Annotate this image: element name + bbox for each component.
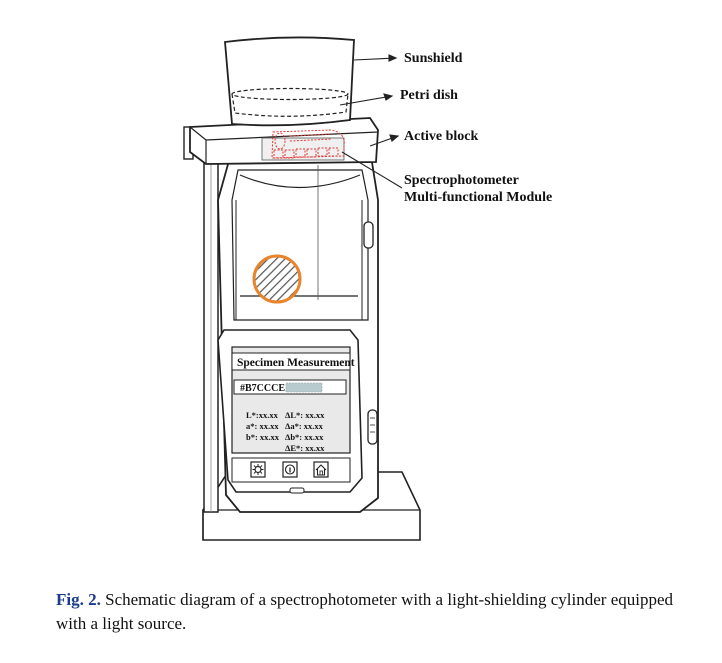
stand-rod bbox=[183, 126, 219, 513]
sunshield-cylinder bbox=[224, 36, 355, 127]
figure-caption: Fig. 2. Schematic diagram of a spectroph… bbox=[56, 588, 696, 636]
home-icon[interactable] bbox=[313, 461, 329, 478]
value-delta-b: Δb*: xx.xx bbox=[285, 432, 324, 442]
screen-title: Specimen Measurement bbox=[237, 357, 355, 369]
leader-lines bbox=[339, 54, 403, 189]
color-swatch bbox=[285, 382, 323, 393]
info-icon[interactable] bbox=[282, 461, 298, 478]
light-source-spot bbox=[252, 254, 302, 304]
side-button-upper bbox=[363, 221, 374, 249]
value-delta-e: ΔE*: xx.xx bbox=[285, 443, 325, 453]
label-sunshield: Sunshield bbox=[404, 51, 463, 66]
color-code: #B7CCCE bbox=[240, 383, 285, 394]
label-module-line2: Multi-functional Module bbox=[404, 190, 552, 205]
figure-caption-text: Schematic diagram of a spectrophotometer… bbox=[56, 590, 674, 633]
settings-icon[interactable] bbox=[250, 461, 266, 478]
label-module-line1: Spectrophotometer bbox=[404, 173, 519, 188]
figure-label: Fig. 2. bbox=[56, 590, 101, 609]
value-delta-a: Δa*: xx.xx bbox=[285, 421, 324, 431]
display-panel: Specimen Measurement #B7CCCE L*:xx.xx a*… bbox=[217, 329, 363, 494]
petri-dish bbox=[231, 87, 349, 117]
value-delta-l: ΔL*: xx.xx bbox=[285, 410, 325, 420]
label-active-block: Active block bbox=[404, 129, 478, 144]
side-button-lower bbox=[367, 409, 378, 445]
value-a: a*: xx.xx bbox=[246, 421, 279, 431]
value-b: b*: xx.xx bbox=[246, 432, 280, 442]
label-petri-dish: Petri dish bbox=[400, 88, 458, 103]
value-l: L*:xx.xx bbox=[246, 410, 279, 420]
